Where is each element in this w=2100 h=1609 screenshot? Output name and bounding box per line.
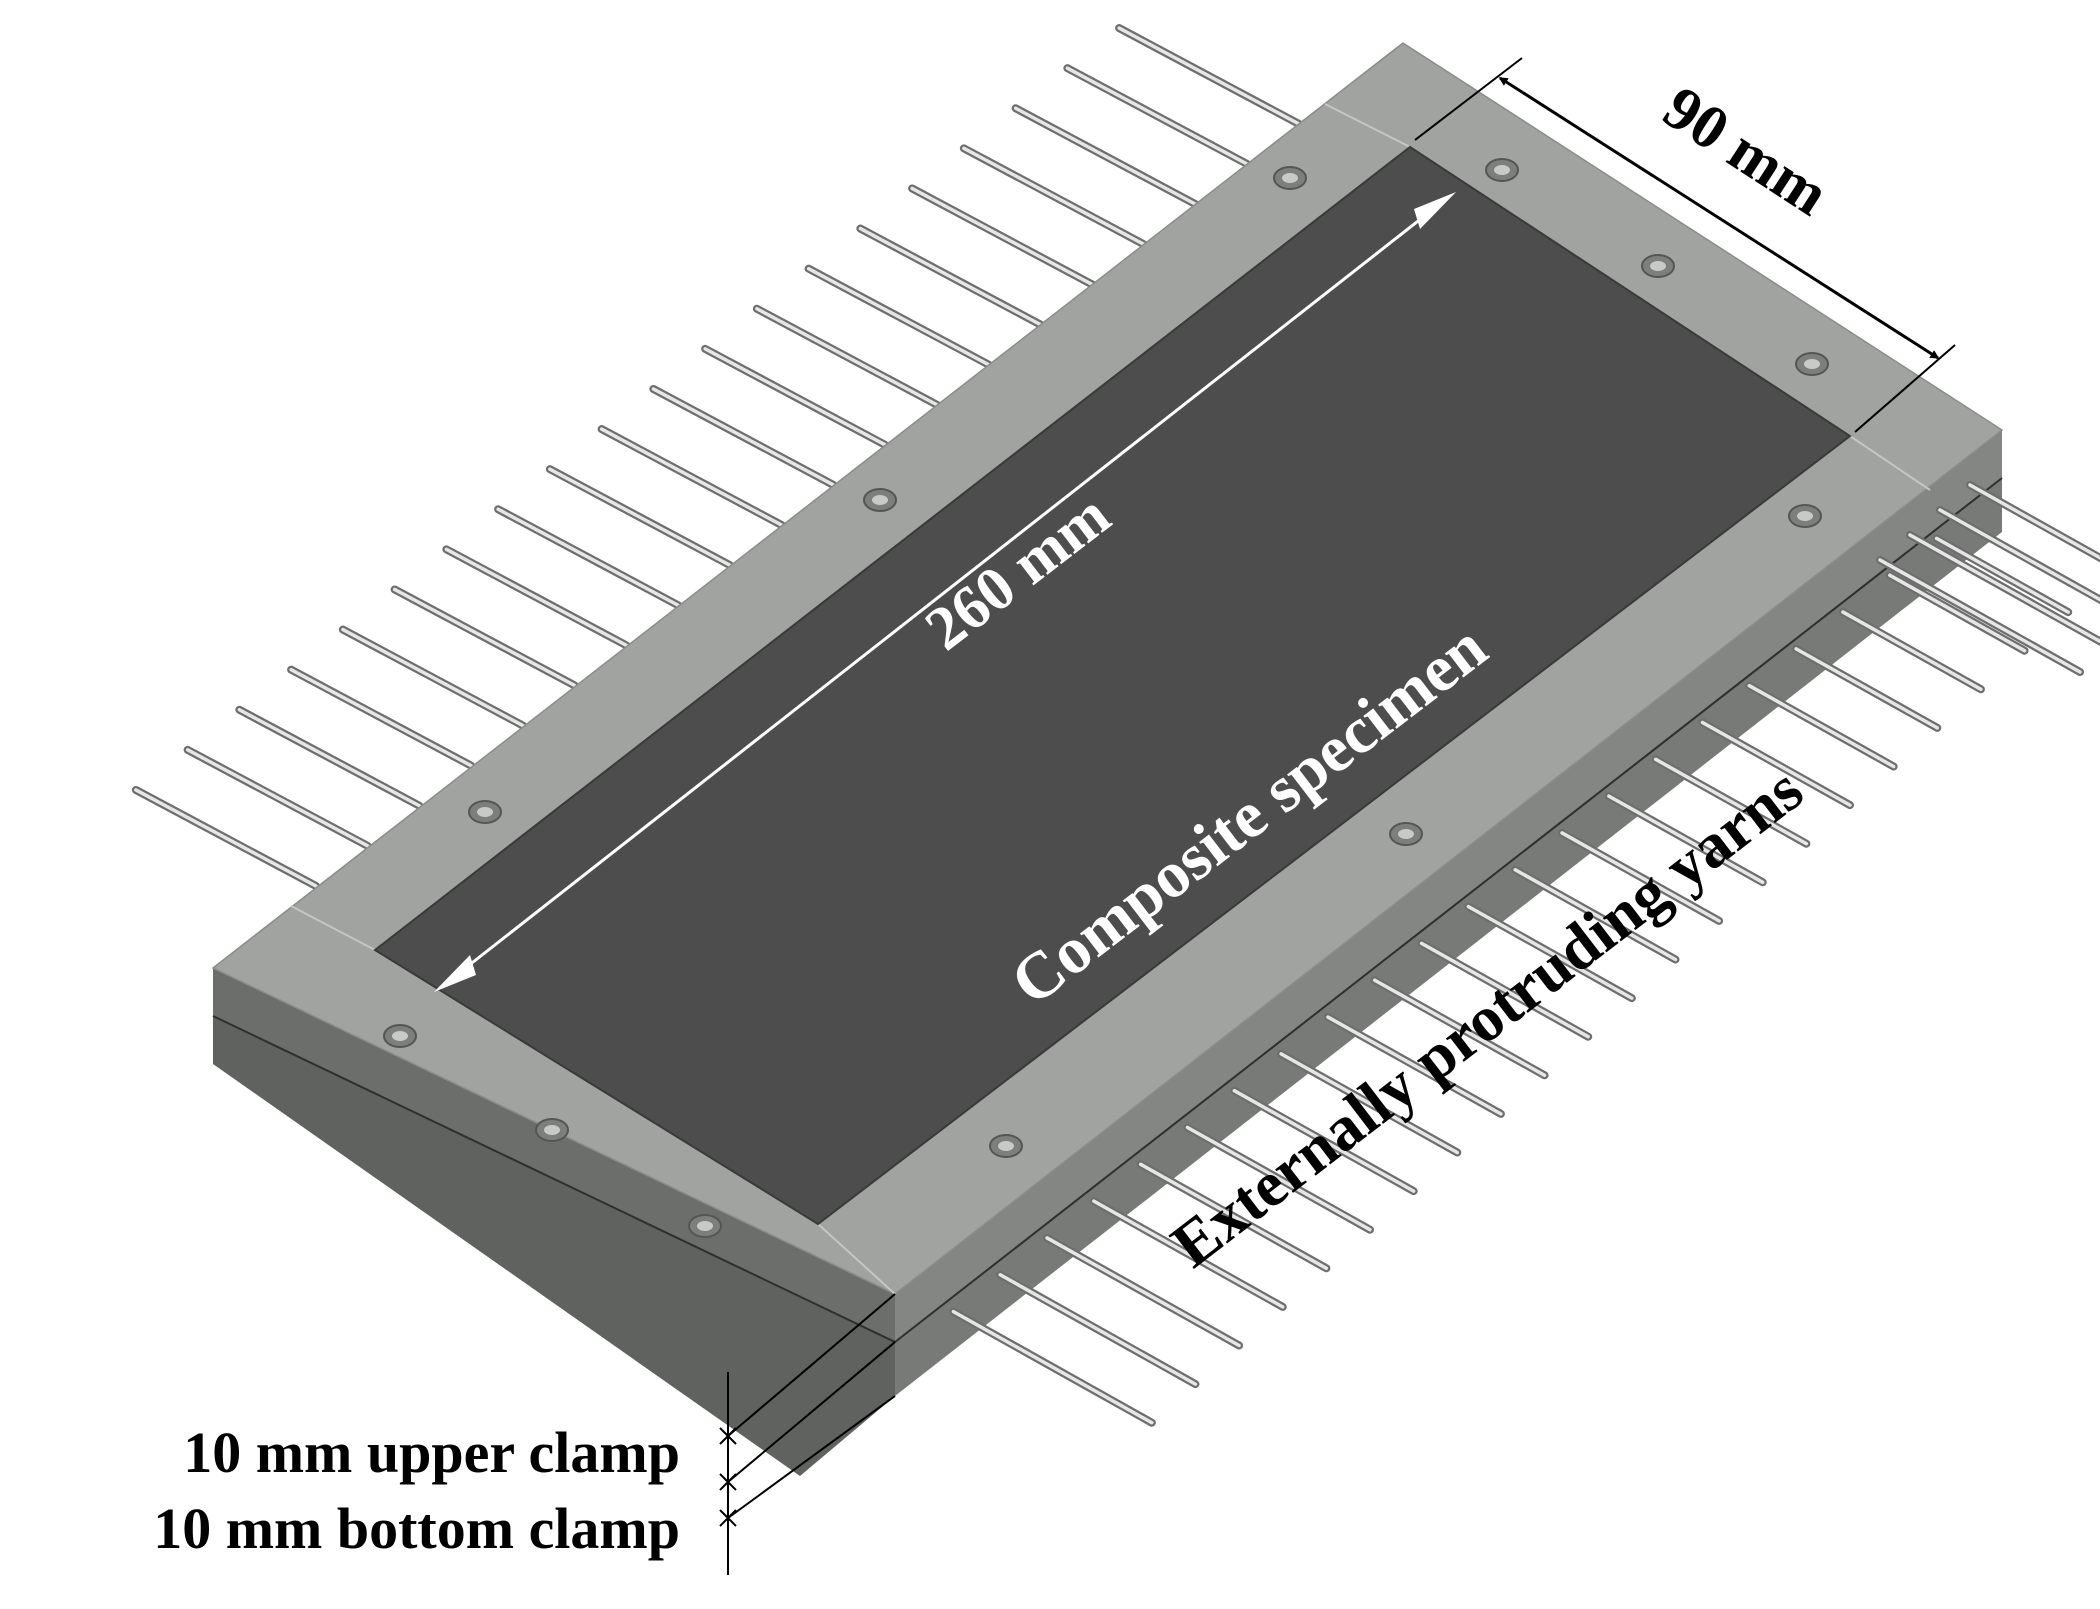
frame-seam bbox=[1849, 435, 1931, 491]
width-extension-line-2 bbox=[1854, 344, 1956, 433]
yarn-front bbox=[1417, 939, 1593, 1041]
yarn-back bbox=[442, 545, 631, 650]
bolt-hole-center bbox=[1494, 165, 1510, 175]
frame-seam bbox=[1324, 103, 1411, 148]
yarns-back-group bbox=[131, 24, 1304, 890]
yarn-front bbox=[1885, 571, 2029, 655]
yarn-front bbox=[949, 1307, 1156, 1427]
bolt-hole-center bbox=[998, 1141, 1014, 1151]
yarn-back bbox=[649, 384, 838, 489]
clamp-tick-3 bbox=[719, 1509, 737, 1527]
clamp-split-line-left bbox=[212, 1015, 896, 1343]
yarn-front bbox=[1136, 1160, 1331, 1273]
yarn-front bbox=[1966, 481, 2100, 563]
yarn-back bbox=[1011, 104, 1200, 209]
yarn-front bbox=[1876, 556, 2084, 676]
clamp-leader-upper bbox=[727, 1293, 896, 1437]
yarn-back bbox=[1063, 64, 1252, 169]
yarn-front bbox=[1230, 1086, 1418, 1196]
composite-specimen bbox=[373, 145, 1852, 1226]
length-arrowhead-start bbox=[434, 955, 476, 992]
bolt-hole-center bbox=[1804, 359, 1820, 369]
yarn-front bbox=[1932, 534, 2073, 617]
yarn-back bbox=[494, 505, 683, 610]
width-dimension-line bbox=[1498, 76, 1940, 360]
length-dimension-line bbox=[439, 194, 1451, 990]
yarn-front bbox=[996, 1270, 1200, 1389]
bolt-hole-center bbox=[1797, 511, 1813, 521]
frame-seam bbox=[290, 905, 376, 951]
bolt-hole-center bbox=[544, 1125, 560, 1135]
yarn-front bbox=[1464, 902, 1636, 1003]
yarn-back bbox=[235, 705, 424, 810]
yarns-front-group bbox=[949, 481, 2100, 1427]
yarn-back bbox=[959, 144, 1148, 249]
front-side-bottom-face bbox=[895, 478, 2002, 1396]
yarn-back bbox=[183, 745, 372, 850]
bolt-hole-center bbox=[477, 807, 493, 817]
yarn-back bbox=[908, 184, 1097, 289]
yarn-front bbox=[1936, 506, 2100, 605]
frame-seam bbox=[817, 1223, 896, 1295]
yarn-back bbox=[131, 785, 320, 890]
yarn-back bbox=[597, 425, 786, 530]
yarn-front bbox=[1698, 718, 1854, 810]
yarn-front bbox=[1370, 976, 1549, 1080]
left-end-upper-face bbox=[213, 968, 895, 1342]
yarn-back bbox=[701, 344, 890, 449]
bolt-hole-center bbox=[1650, 261, 1666, 271]
yarn-front bbox=[1651, 755, 1811, 848]
upper-clamp-label: 10 mm upper clamp bbox=[183, 1420, 680, 1485]
yarn-back bbox=[1115, 24, 1304, 129]
width-dimension bbox=[1414, 57, 1956, 433]
bolt-hole-center bbox=[1398, 829, 1414, 839]
length-dimension bbox=[434, 192, 1456, 992]
yarn-front bbox=[1183, 1123, 1374, 1234]
yarn-front bbox=[1906, 531, 2100, 646]
length-arrowhead-end bbox=[1414, 192, 1456, 229]
bottom-clamp-label: 10 mm bottom clamp bbox=[153, 1496, 680, 1561]
bolt-hole-center bbox=[872, 495, 888, 505]
yarn-front bbox=[1277, 1049, 1462, 1157]
clamp-tick-2 bbox=[719, 1473, 737, 1491]
bolt-hole-center bbox=[392, 1031, 408, 1041]
yarn-front bbox=[1323, 1013, 1505, 1118]
yarn-back bbox=[545, 465, 734, 570]
yarn-front bbox=[1792, 644, 1942, 732]
left-end-bottom-face bbox=[213, 1016, 895, 1476]
yarn-back bbox=[752, 304, 941, 409]
bolt-hole-center bbox=[697, 1221, 713, 1231]
yarn-front bbox=[1745, 681, 1898, 771]
bolt-hole-center bbox=[1282, 173, 1298, 183]
clamp-split-line-front bbox=[894, 477, 2003, 1343]
yarn-back bbox=[390, 585, 579, 690]
yarn-front bbox=[1558, 828, 1724, 925]
yarn-front bbox=[1089, 1197, 1287, 1311]
clamp-leader-middle bbox=[727, 1341, 896, 1483]
clamp-leader-bottom bbox=[727, 1395, 896, 1519]
yarn-back bbox=[804, 264, 993, 369]
width-extension-line-1 bbox=[1414, 57, 1523, 141]
yarn-front bbox=[1604, 792, 1767, 887]
front-side-upper-face bbox=[895, 430, 2002, 1342]
yarn-back bbox=[338, 625, 527, 730]
clamp-thickness-dimension bbox=[719, 1293, 896, 1575]
clamp-tick-1 bbox=[719, 1427, 737, 1445]
width-label: 90 mm bbox=[1652, 73, 1841, 228]
yarn-back bbox=[287, 665, 476, 770]
clamp-side-faces bbox=[212, 430, 2003, 1476]
yarn-back bbox=[856, 224, 1045, 329]
yarn-front bbox=[1043, 1233, 1244, 1350]
yarn-front bbox=[1838, 608, 1985, 694]
yarn-front bbox=[1511, 865, 1680, 964]
